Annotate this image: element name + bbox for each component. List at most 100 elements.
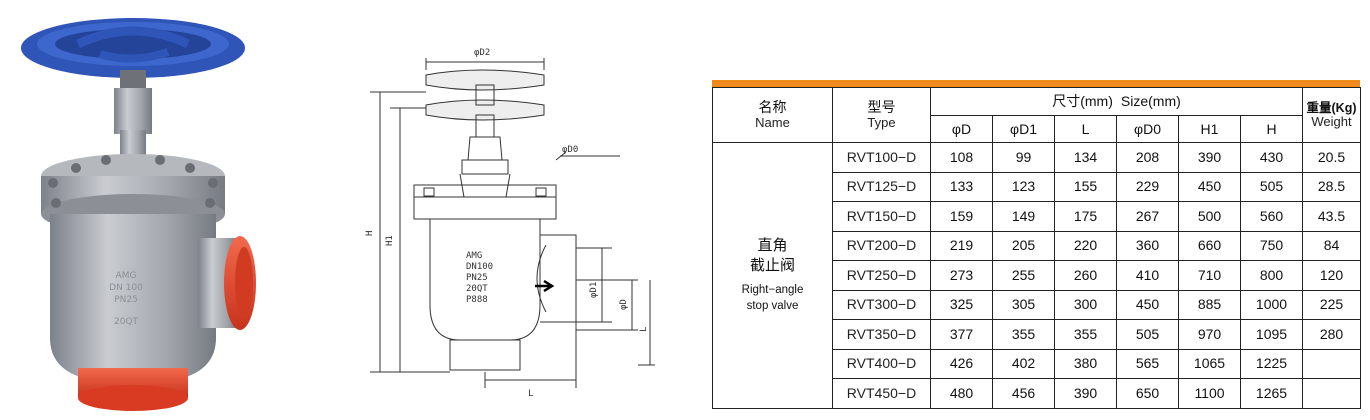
cell-l: 380: [1054, 348, 1117, 379]
cell-d0: 229: [1116, 171, 1179, 202]
model-cell: RVT250−D: [832, 260, 931, 291]
cell-w: 43.5: [1302, 201, 1362, 232]
label-l-bottom: L: [528, 389, 533, 399]
cell-l: 355: [1054, 319, 1117, 350]
svg-text:PN25: PN25: [114, 295, 138, 305]
cell-h1: 710: [1178, 260, 1241, 291]
cell-d: 273: [930, 260, 993, 291]
col-h1: H1: [1178, 115, 1241, 143]
cell-h1: 885: [1178, 289, 1241, 320]
cell-w: [1302, 348, 1362, 379]
cell-d1: 149: [992, 201, 1055, 232]
spec-table-container: 名称 Name 型号 Type 尺寸(mm)Size(mm) 重量(Kg) We…: [712, 80, 1362, 409]
cell-d1: 99: [992, 142, 1055, 173]
cell-d0: 565: [1116, 348, 1179, 379]
header-weight: 重量(Kg) Weight: [1302, 87, 1362, 143]
header-name: 名称 Name: [712, 87, 833, 143]
body-text-4: P888: [466, 295, 488, 305]
cell-d1: 456: [992, 378, 1055, 409]
cell-d: 159: [930, 201, 993, 232]
cell-w: [1302, 378, 1362, 409]
cell-h1: 500: [1178, 201, 1241, 232]
col-h: H: [1239, 115, 1304, 143]
cell-d0: 450: [1116, 289, 1179, 320]
cell-h1: 1065: [1178, 348, 1241, 379]
body-text-3: 20QT: [466, 284, 488, 294]
cell-d0: 360: [1116, 230, 1179, 261]
header-size: 尺寸(mm)Size(mm): [929, 87, 1304, 116]
cell-w: 28.5: [1302, 171, 1362, 202]
cell-h: 1095: [1239, 319, 1304, 350]
bottom-outlet: [78, 385, 188, 411]
cell-h: 1000: [1239, 289, 1304, 320]
model-cell: RVT100−D: [832, 142, 931, 173]
body-text-2: PN25: [466, 273, 488, 283]
cell-l: 220: [1054, 230, 1117, 261]
cell-h: 560: [1239, 201, 1304, 232]
body-text-0: AMG: [466, 251, 482, 261]
cell-d: 426: [930, 348, 993, 379]
model-cell: RVT450−D: [832, 378, 931, 409]
cell-w: 280: [1302, 319, 1362, 350]
col-l: L: [1054, 115, 1117, 143]
dimension-drawing: φD2 φD0 φD1 φD H H1 L L AMG DN100 PN25 2…: [365, 48, 655, 399]
cell-d0: 505: [1116, 319, 1179, 350]
cell-d: 108: [930, 142, 993, 173]
col-d0: φD0: [1116, 115, 1179, 143]
svg-text:20QT: 20QT: [114, 317, 139, 327]
label-h: H: [365, 231, 375, 236]
cell-h1: 660: [1178, 230, 1241, 261]
label-d: φD: [619, 299, 629, 310]
cell-d: 377: [930, 319, 993, 350]
cell-h: 1265: [1239, 378, 1304, 409]
svg-text:DN 100: DN 100: [109, 283, 143, 293]
cell-l: 175: [1054, 201, 1117, 232]
model-cell: RVT300−D: [832, 289, 931, 320]
cell-h: 750: [1239, 230, 1304, 261]
model-cell: RVT150−D: [832, 201, 931, 232]
cell-h1: 1100: [1178, 378, 1241, 409]
model-cell: RVT200−D: [832, 230, 931, 261]
cell-w: 20.5: [1302, 142, 1362, 173]
col-d1: φD1: [992, 115, 1055, 143]
cell-h: 505: [1239, 171, 1304, 202]
cell-l: 155: [1054, 171, 1117, 202]
label-h1: H1: [385, 235, 395, 246]
cell-d: 133: [930, 171, 993, 202]
cell-d: 219: [930, 230, 993, 261]
spec-table: 名称 Name 型号 Type 尺寸(mm)Size(mm) 重量(Kg) We…: [712, 87, 1362, 409]
cell-h: 430: [1239, 142, 1304, 173]
cell-w: 84: [1302, 230, 1362, 261]
cell-d1: 123: [992, 171, 1055, 202]
label-l-right: L: [639, 327, 649, 332]
cell-d1: 205: [992, 230, 1055, 261]
cell-d0: 267: [1116, 201, 1179, 232]
cell-d1: 402: [992, 348, 1055, 379]
cell-d: 480: [930, 378, 993, 409]
label-d0: φD0: [562, 145, 578, 155]
model-cell: RVT350−D: [832, 319, 931, 350]
cell-d0: 410: [1116, 260, 1179, 291]
cell-l: 260: [1054, 260, 1117, 291]
model-cell: RVT400−D: [832, 348, 931, 379]
cell-h1: 390: [1178, 142, 1241, 173]
cell-d1: 305: [992, 289, 1055, 320]
cell-w: 120: [1302, 260, 1362, 291]
cell-d1: 355: [992, 319, 1055, 350]
model-cell: RVT125−D: [832, 171, 931, 202]
col-d: φD: [930, 115, 993, 143]
cell-h: 1225: [1239, 348, 1304, 379]
cell-l: 300: [1054, 289, 1117, 320]
cell-d0: 208: [1116, 142, 1179, 173]
